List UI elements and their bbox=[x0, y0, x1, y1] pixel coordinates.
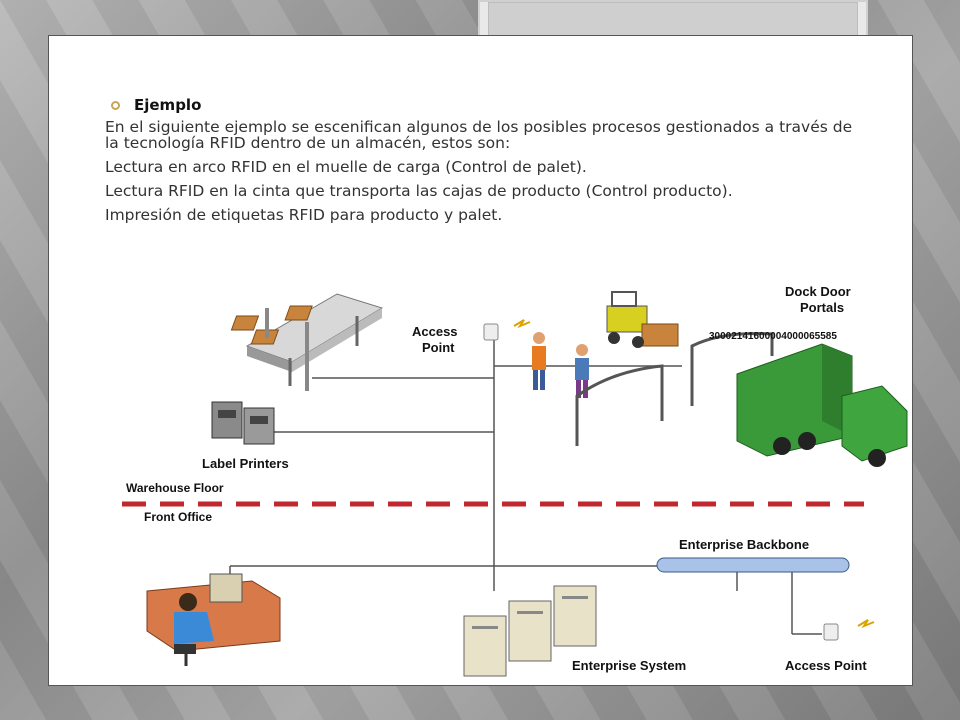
enterprise-servers-icon bbox=[463, 585, 597, 677]
conveyor-belt-icon bbox=[230, 293, 384, 391]
access-point-label-line1: Access bbox=[412, 324, 458, 339]
office-worker-icon bbox=[146, 573, 281, 666]
dock-door-label-line1: Dock Door bbox=[785, 284, 851, 299]
forklift-icon bbox=[606, 291, 679, 348]
list-item: Impresión de etiquetas RFID para product… bbox=[105, 206, 503, 224]
label-printers-label: Label Printers bbox=[202, 456, 289, 471]
truck-icon bbox=[736, 343, 908, 467]
enterprise-system-label: Enterprise System bbox=[572, 658, 686, 673]
list-item: Lectura RFID en la cinta que transporta … bbox=[105, 182, 733, 200]
bullet-title: Ejemplo bbox=[134, 96, 202, 114]
network-lines bbox=[229, 336, 822, 635]
intro-paragraph: En el siguiente ejemplo se escenifican a… bbox=[105, 118, 853, 152]
access-point-label-line2: Point bbox=[422, 340, 455, 355]
slide-canvas: Ejemplo En el siguiente ejemplo se escen… bbox=[48, 35, 913, 686]
rfid-diagram: Label Printers Access Point Dock Door Po… bbox=[122, 284, 908, 677]
access-point-bottom-icon bbox=[823, 619, 875, 641]
access-point-icon bbox=[483, 319, 531, 341]
backbone-pipe-icon bbox=[656, 557, 850, 573]
label-printers-icon bbox=[211, 401, 275, 445]
dock-door-label-line2: Portals bbox=[800, 300, 844, 315]
access-point-bottom-label: Access Point bbox=[785, 658, 867, 673]
dock-portals-icon bbox=[575, 332, 774, 446]
bullet-row: Ejemplo bbox=[111, 96, 865, 114]
enterprise-backbone-label: Enterprise Backbone bbox=[679, 537, 809, 552]
front-office-label: Front Office bbox=[144, 510, 212, 524]
warehouse-floor-label: Warehouse Floor bbox=[126, 481, 224, 495]
workers-icon bbox=[532, 332, 589, 398]
slide-text: Ejemplo En el siguiente ejemplo se escen… bbox=[105, 96, 865, 223]
list-item: Lectura en arco RFID en el muelle de car… bbox=[105, 158, 587, 176]
tag-id-readout: 30002141600004000065585 bbox=[709, 331, 837, 342]
bullet-circle-icon bbox=[111, 100, 120, 110]
